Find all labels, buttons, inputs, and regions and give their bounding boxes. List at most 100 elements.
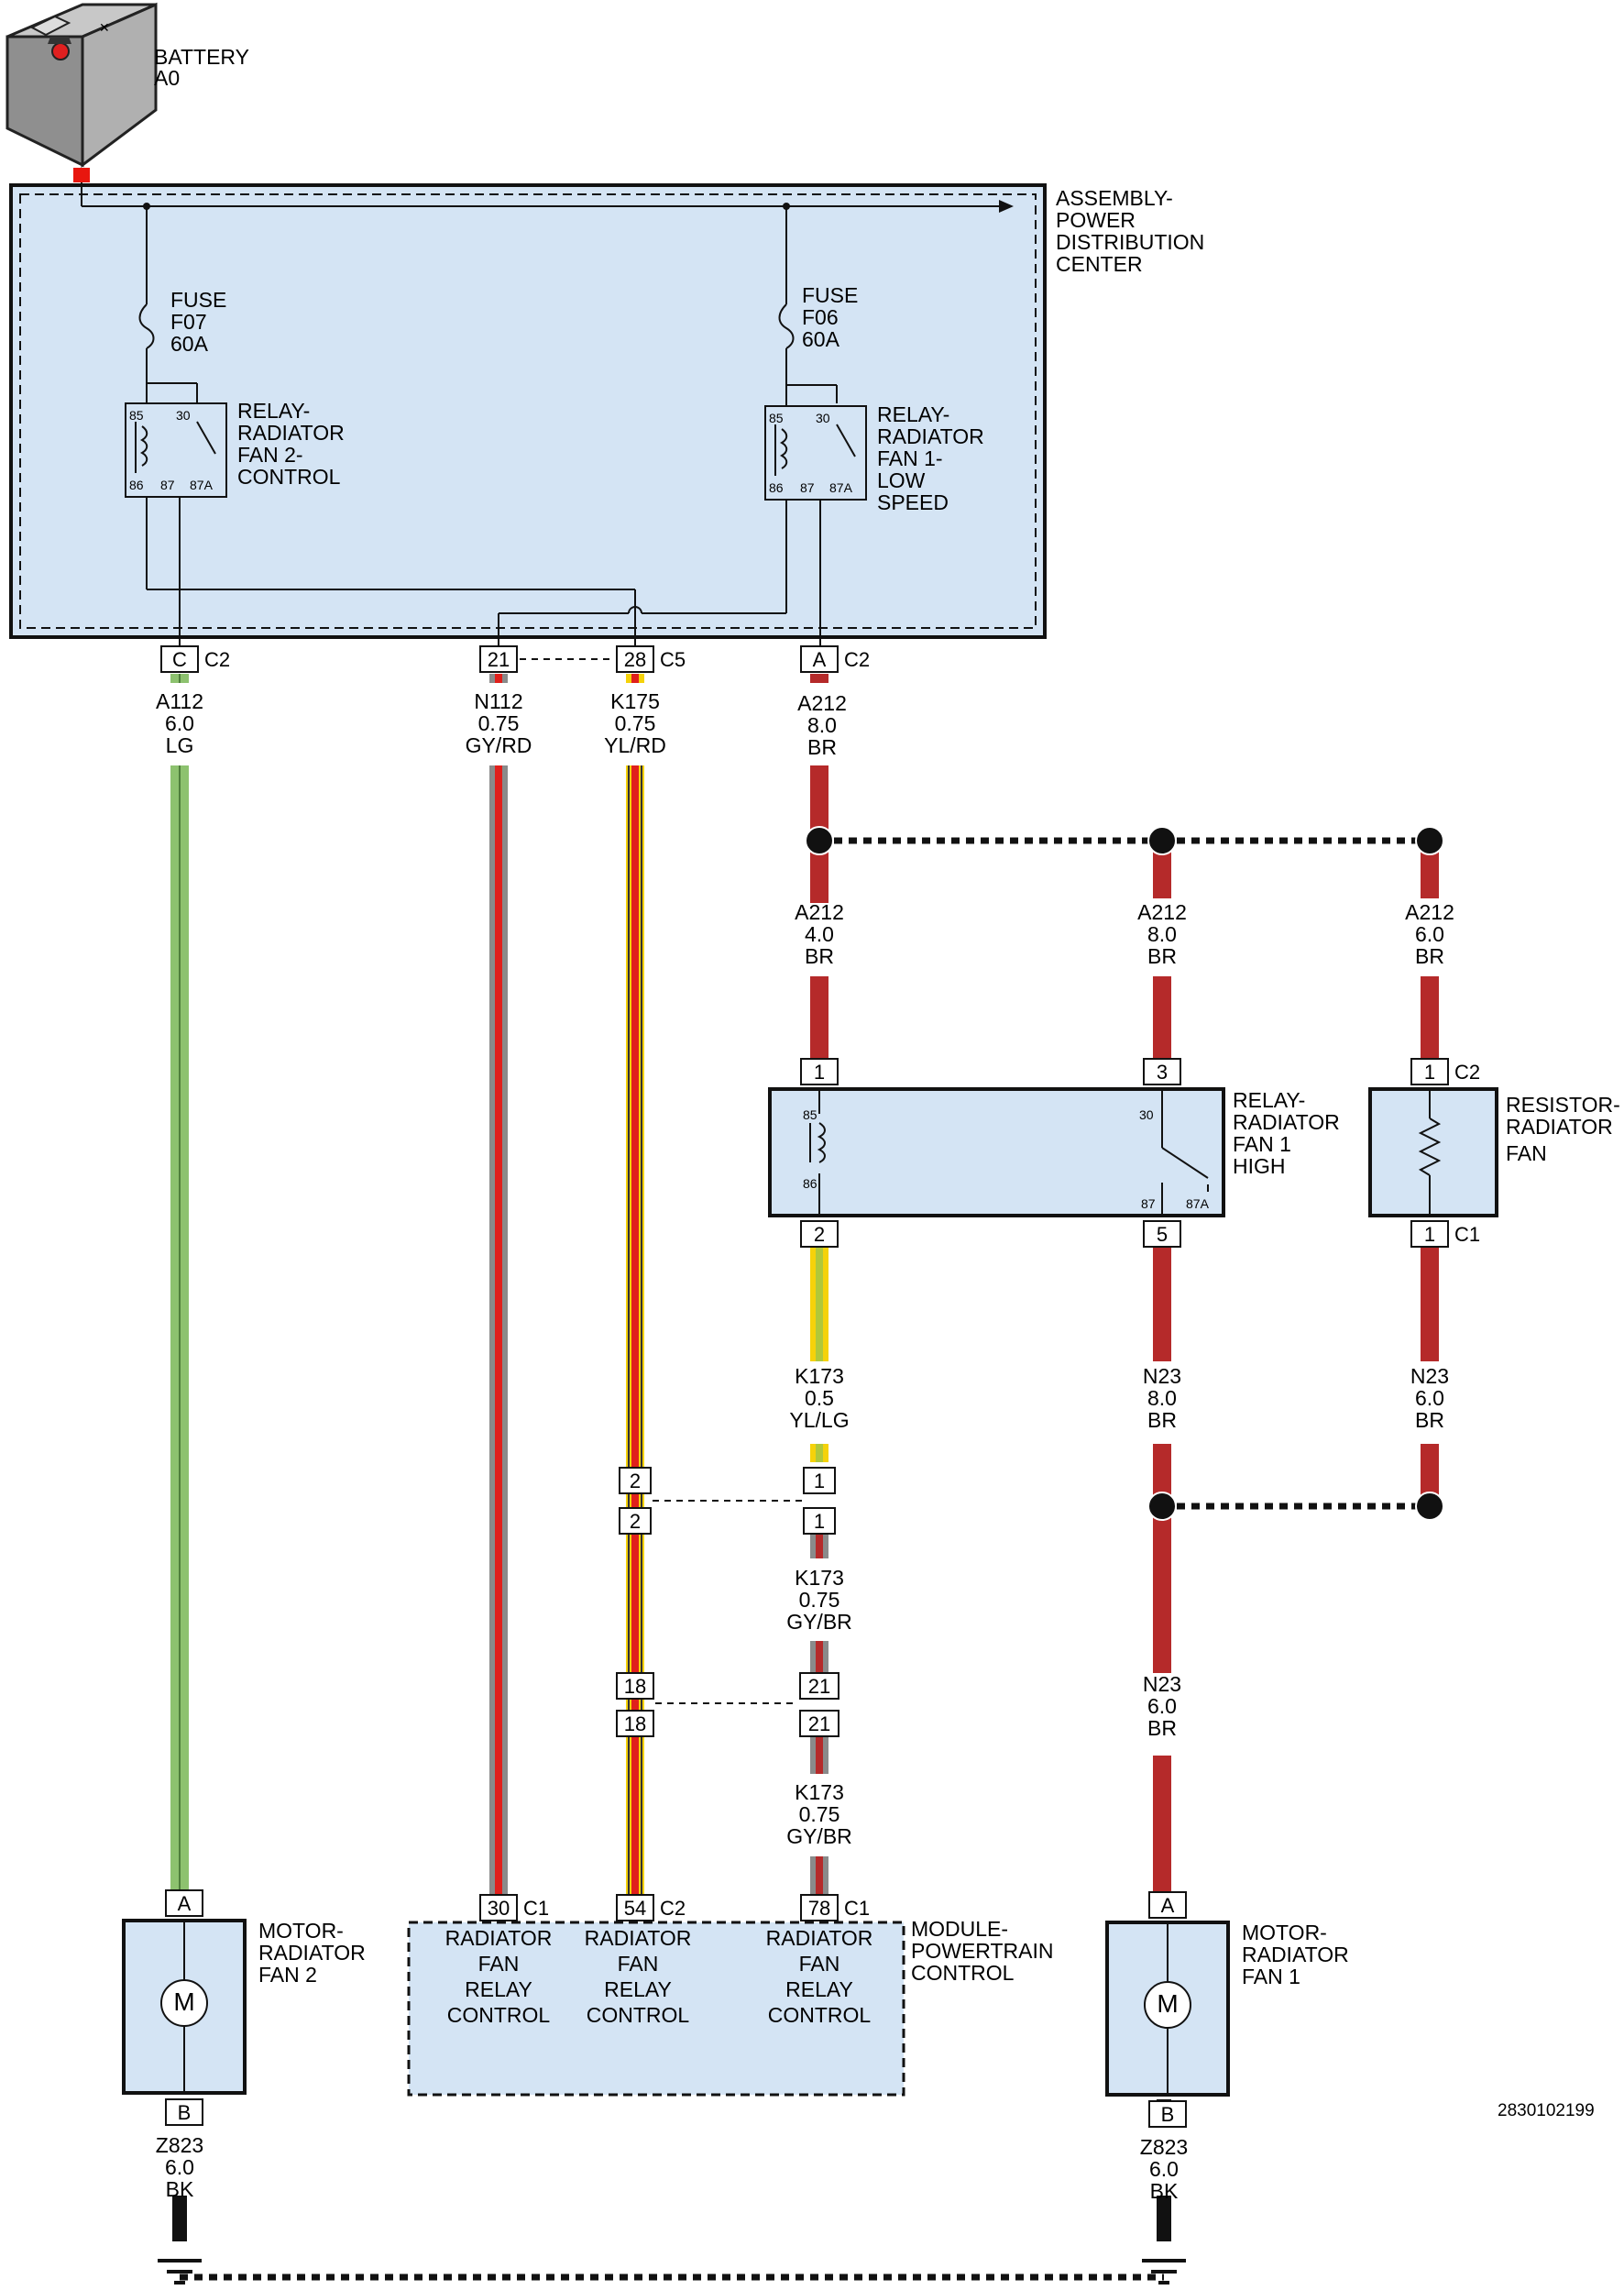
pdc-pin-a-conn: C2 <box>844 648 870 671</box>
k173-a-label-2: 0.5 <box>805 1386 834 1410</box>
fuse-f06-rating: 60A <box>802 327 840 351</box>
fuse-f06-label: FUSE <box>802 283 858 307</box>
bus-node-left <box>143 203 150 210</box>
k173-c-label-1: K173 <box>795 1780 844 1804</box>
motor-fan2-pin-a-box <box>165 1889 203 1917</box>
a112-label-3: LG <box>166 733 194 757</box>
powertrain-control-module <box>407 1921 905 2097</box>
n23-c-label-3: BR <box>1147 1716 1177 1740</box>
bus-node-right <box>783 203 790 210</box>
pcm-fn30-1: RADIATOR <box>445 1926 553 1950</box>
motor-fan1-pin-b-box <box>1148 2100 1187 2128</box>
fuse-f07-id: F07 <box>170 310 207 334</box>
n23-a-label-2: 8.0 <box>1147 1386 1177 1410</box>
relay-high-pin-3-box <box>1143 1058 1181 1085</box>
pdc-pin-28-conn: C5 <box>660 648 686 671</box>
relay-high-label-2: RADIATOR <box>1233 1110 1340 1134</box>
resistor-label-3: FAN <box>1506 1141 1547 1165</box>
n23-c-label-2: 6.0 <box>1147 1694 1177 1718</box>
motor-fan2-pin-a: A <box>178 1892 192 1915</box>
splice-n23-left <box>1147 1492 1177 1521</box>
ground-right-icon <box>1142 2259 1186 2284</box>
motor-fan1-label-1: MOTOR- <box>1242 1921 1327 1944</box>
pcm-fn54-1: RADIATOR <box>585 1926 692 1950</box>
motor-fan1-pin-a: A <box>1161 1894 1175 1917</box>
relay-fan2-label-4: CONTROL <box>237 465 341 489</box>
motor-radiator-fan2 <box>122 1919 247 2095</box>
z823-right-label-1: Z823 <box>1140 2135 1188 2159</box>
a212-right-label-1: A212 <box>1405 900 1454 924</box>
relay-fan2-label-3: FAN 2- <box>237 443 303 467</box>
pdc-name-3: DISTRIBUTION <box>1056 230 1204 254</box>
relay-high-inner-86: 86 <box>803 1176 817 1191</box>
relay-high-pin-2-box <box>800 1220 839 1248</box>
wire-n112 <box>489 674 508 1895</box>
relay-fan2-control-icon <box>125 402 227 498</box>
inline-pin-1-a: 1 <box>814 1470 825 1492</box>
relay-fan2-pin-86: 86 <box>129 478 144 492</box>
relay-high-pin-2: 2 <box>814 1223 825 1246</box>
svg-text:✕: ✕ <box>99 20 110 35</box>
a212-top-label-2: 8.0 <box>807 713 837 737</box>
inline-pin-21-a: 21 <box>808 1675 830 1698</box>
relay-fan1-high <box>768 1087 1225 1217</box>
resistor-radiator-fan <box>1368 1087 1498 1217</box>
battery-icon: ✕ <box>5 2 158 168</box>
inline-pin-18-b: 18 <box>624 1712 646 1735</box>
inline-pin-2-b: 2 <box>630 1510 641 1533</box>
n112-label-2: 0.75 <box>478 711 520 735</box>
resistor-pin-bot-conn: C1 <box>1454 1223 1480 1246</box>
splice-a212-right <box>1415 826 1444 855</box>
relay-fan1low-pin-86: 86 <box>769 480 784 495</box>
wire-a212-right <box>1421 843 1439 1073</box>
pcm-name-1: MODULE- <box>911 1917 1008 1941</box>
relay-high-inner-30: 30 <box>1139 1107 1154 1122</box>
k173-a-label-3: YL/LG <box>789 1408 849 1432</box>
fuse-f07-label: FUSE <box>170 288 226 312</box>
a212-mid-label-2: 8.0 <box>1147 922 1177 946</box>
relay-fan1low-label-3: FAN 1- <box>877 446 943 470</box>
motor-fan2-symbol: M <box>173 1987 194 2016</box>
pcm-fn78-2: FAN <box>799 1952 840 1976</box>
resistor-pin-top-box <box>1410 1058 1449 1085</box>
relay-fan1low-pin-30: 30 <box>816 411 830 425</box>
n23-a-label-3: BR <box>1147 1408 1177 1432</box>
pcm-fn54-2: FAN <box>618 1952 659 1976</box>
pdc-name-4: CENTER <box>1056 252 1143 276</box>
pcm-name-2: POWERTRAIN <box>911 1939 1053 1963</box>
z823-left-label-2: 6.0 <box>165 2155 194 2179</box>
relay-high-label-3: FAN 1 <box>1233 1132 1291 1156</box>
inline-pin-18-a: 18 <box>624 1675 646 1698</box>
relay-high-pin-5: 5 <box>1157 1223 1168 1246</box>
splice-links <box>180 837 1430 2281</box>
relay-fan2-pin-87: 87 <box>160 478 175 492</box>
relay-high-pin-1-box <box>800 1058 839 1085</box>
a212-top-label-3: BR <box>807 735 837 759</box>
pcm-fn78-3: RELAY <box>785 1977 853 2001</box>
pcm-pin-30: 30 <box>488 1897 510 1920</box>
motor-fan1-label-3: FAN 1 <box>1242 1965 1300 1988</box>
wire-k173-yl-lg <box>810 1247 828 1462</box>
pcm-pin-78-conn: C1 <box>844 1897 870 1920</box>
resistor-pin-top: 1 <box>1424 1061 1435 1084</box>
wire-a212-mid <box>1153 843 1171 1073</box>
inline-pin-21-b: 21 <box>808 1712 830 1735</box>
inline-connector-2-1 <box>619 1467 836 1535</box>
inline-pin-1-b: 1 <box>814 1510 825 1533</box>
pcm-fn78-1: RADIATOR <box>766 1926 873 1950</box>
motor-fan2-label-1: MOTOR- <box>258 1919 344 1943</box>
resistor-pin-bot-box <box>1410 1220 1449 1248</box>
splice-a212-left <box>805 826 834 855</box>
motor-fan2-pin-b: B <box>178 2101 192 2124</box>
relay-fan1low-label-2: RADIATOR <box>877 424 984 448</box>
relay-fan2-label-1: RELAY- <box>237 399 310 423</box>
motor-fan2-pin-b-box <box>165 2098 203 2126</box>
motor-radiator-fan1 <box>1105 1921 1230 2097</box>
a212-right-label-2: 6.0 <box>1415 922 1444 946</box>
wire-n23 <box>1153 1247 1439 1893</box>
battery-terminal <box>73 168 90 182</box>
a212-mid-label-1: A212 <box>1137 900 1187 924</box>
relay-high-pin-3: 3 <box>1157 1061 1168 1084</box>
inline-pin-2-a: 2 <box>630 1470 641 1492</box>
wire-z823 <box>172 2099 1171 2241</box>
